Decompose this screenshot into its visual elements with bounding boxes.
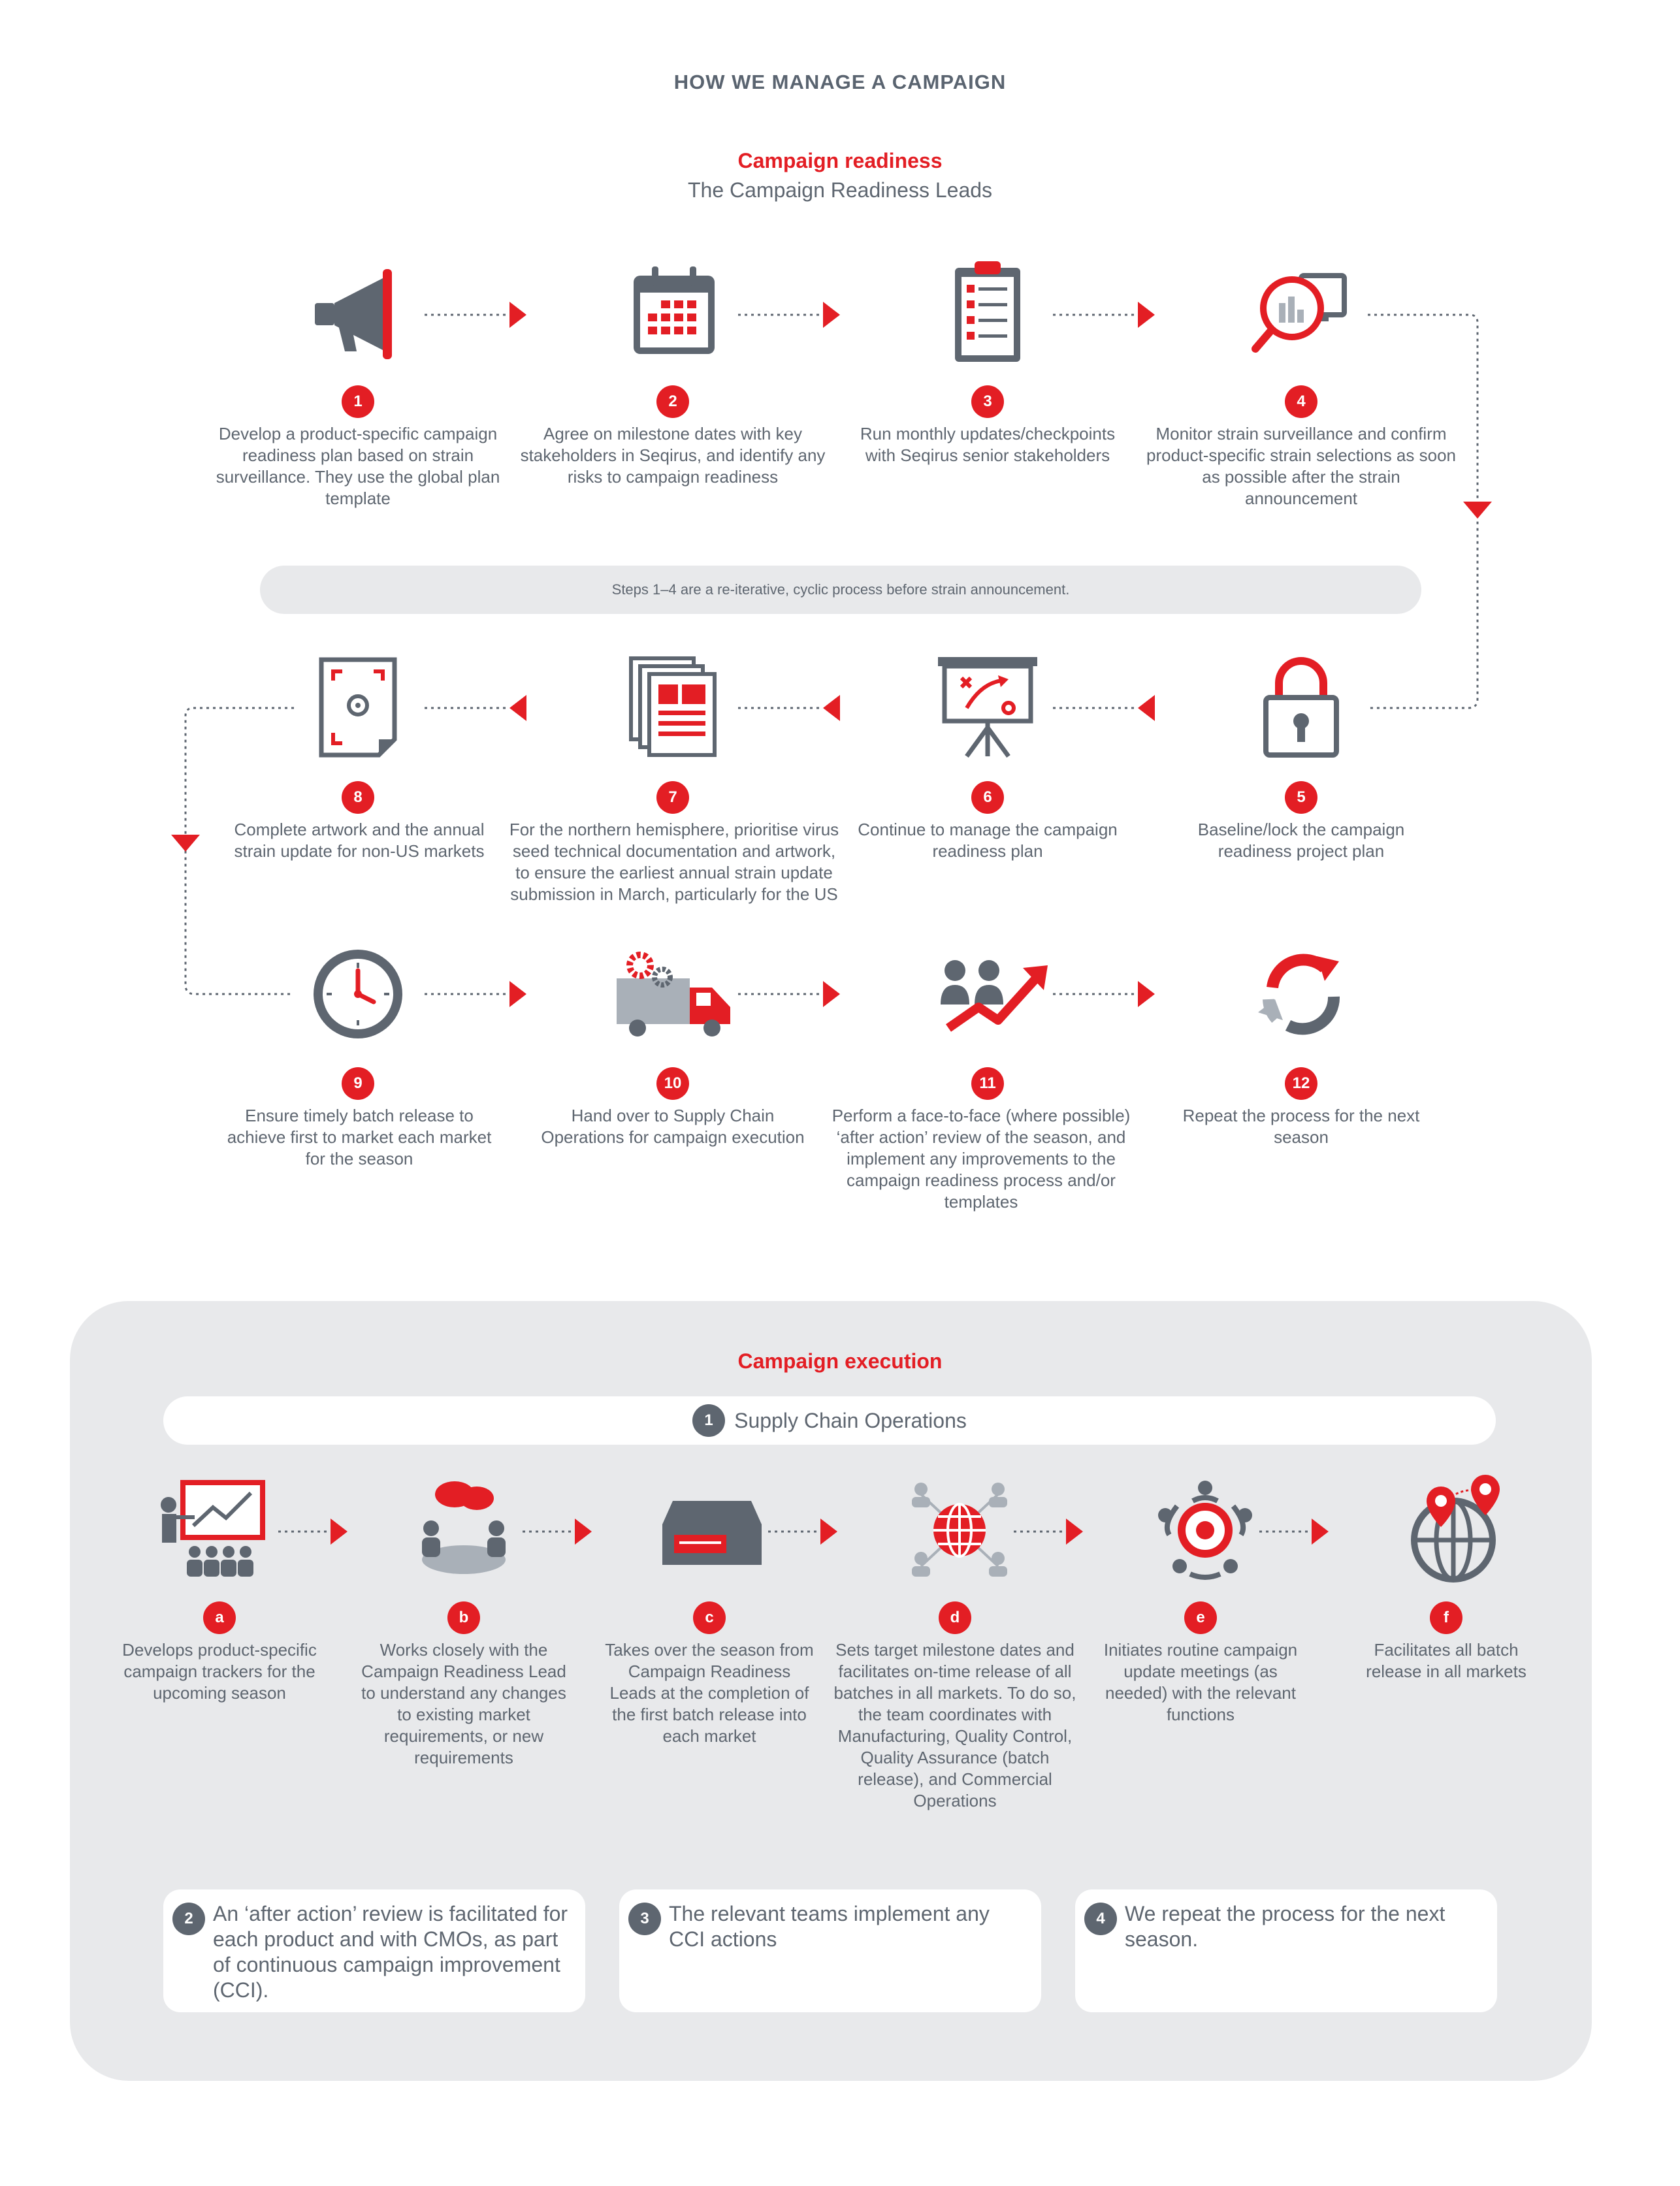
step-badge: 4	[1285, 385, 1317, 418]
padlock-icon	[1263, 657, 1339, 758]
step-badge: 2	[656, 385, 689, 418]
step-badge: d	[939, 1601, 971, 1634]
repeat-process-card: 4 We repeat the process for the next sea…	[1075, 1889, 1497, 2012]
meeting-chat-icon	[422, 1481, 506, 1574]
step-badge: 7	[656, 781, 689, 814]
step-description: Takes over the season from Campaign Read…	[605, 1640, 814, 1746]
step-badge: e	[1184, 1601, 1217, 1634]
round-table-icon	[1158, 1481, 1252, 1580]
card-badge: 2	[172, 1903, 205, 1935]
step-badge: b	[447, 1601, 480, 1634]
review-card: 2 An ‘after action’ review is facilitate…	[163, 1889, 585, 2012]
step-description: Develops product-specific campaign track…	[122, 1640, 317, 1703]
step-description: Baseline/lock the campaign readiness pro…	[1197, 820, 1405, 861]
step-description: Facilitates all batch release in all mar…	[1366, 1640, 1527, 1681]
readiness-subheading: The Campaign Readiness Leads	[687, 178, 993, 202]
page-title: HOW WE MANAGE A CAMPAIGN	[673, 71, 1007, 93]
card-text: We repeat the process for the next seaso…	[1125, 1902, 1446, 1951]
step-description: Hand over to Supply Chain Operations for…	[541, 1106, 805, 1147]
step-badge: 12	[1285, 1067, 1317, 1100]
team-growth-icon	[941, 960, 1048, 1032]
card-text: An ‘after action’ review is facilitated …	[213, 1902, 568, 2002]
step-description: Ensure timely batch release to achieve f…	[227, 1106, 492, 1168]
step-badge: a	[203, 1601, 236, 1634]
step-badge: 9	[342, 1067, 374, 1100]
globe-pins-icon	[1411, 1475, 1500, 1583]
step-description: Continue to manage the campaign readines…	[858, 820, 1118, 861]
server-box-icon	[662, 1501, 762, 1565]
step-badge: f	[1430, 1601, 1462, 1634]
step-description: Repeat the process for the next season	[1182, 1106, 1420, 1147]
step-badge: 11	[971, 1067, 1004, 1100]
step-badge: 6	[971, 781, 1004, 814]
magnifier-chart-icon	[1252, 273, 1347, 353]
card-badge: 3	[628, 1903, 661, 1935]
pill-label: Supply Chain Operations	[734, 1408, 967, 1432]
calendar-icon	[634, 266, 715, 354]
strategy-board-icon	[938, 657, 1037, 758]
step-description: Develop a product-specific campaign read…	[216, 424, 500, 508]
readiness-heading: Campaign readiness	[737, 149, 943, 172]
step-badge: 3	[971, 385, 1004, 418]
step-description: Run monthly updates/checkpoints with Seq…	[860, 424, 1116, 465]
supply-chain-pill: 1 Supply Chain Operations	[163, 1396, 1496, 1445]
step-badge: 10	[656, 1067, 689, 1100]
cycle-arrows-icon	[1258, 954, 1340, 1035]
step-description: Complete artwork and the annual strain u…	[234, 820, 485, 861]
delivery-truck-icon	[617, 952, 730, 1037]
clipboard-checklist-icon	[955, 261, 1020, 362]
step-description: For the northern hemisphere, prioritise …	[509, 820, 839, 904]
execution-heading: Campaign execution	[737, 1349, 943, 1373]
step-badge: c	[693, 1601, 726, 1634]
megaphone-icon	[315, 269, 392, 359]
presentation-audience-icon	[161, 1480, 265, 1577]
cyclic-process-note: Steps 1–4 are a re-iterative, cyclic pro…	[260, 566, 1421, 614]
cci-actions-card: 3 The relevant teams implement any CCI a…	[619, 1889, 1041, 2012]
card-badge: 4	[1084, 1903, 1117, 1935]
step-description: Works closely with the Campaign Readines…	[361, 1640, 566, 1767]
global-network-icon	[912, 1483, 1007, 1577]
step-description: Perform a face-to-face (where possible) …	[832, 1106, 1131, 1212]
step-badge: 5	[1285, 781, 1317, 814]
documents-stack-icon	[629, 656, 717, 757]
card-text: The relevant teams implement any CCI act…	[669, 1902, 990, 1951]
clock-icon	[314, 950, 402, 1038]
step-description: Agree on milestone dates with key stakeh…	[520, 424, 826, 487]
step-badge: 1	[342, 385, 374, 418]
artwork-document-icon	[319, 657, 397, 758]
step-badge: 8	[342, 781, 374, 814]
step-description: Monitor strain surveillance and confirm …	[1146, 424, 1456, 508]
step-description: Sets target milestone dates and facilita…	[833, 1640, 1076, 1810]
step-description: Initiates routine campaign update meetin…	[1103, 1640, 1298, 1724]
pill-badge: 1	[692, 1404, 726, 1437]
